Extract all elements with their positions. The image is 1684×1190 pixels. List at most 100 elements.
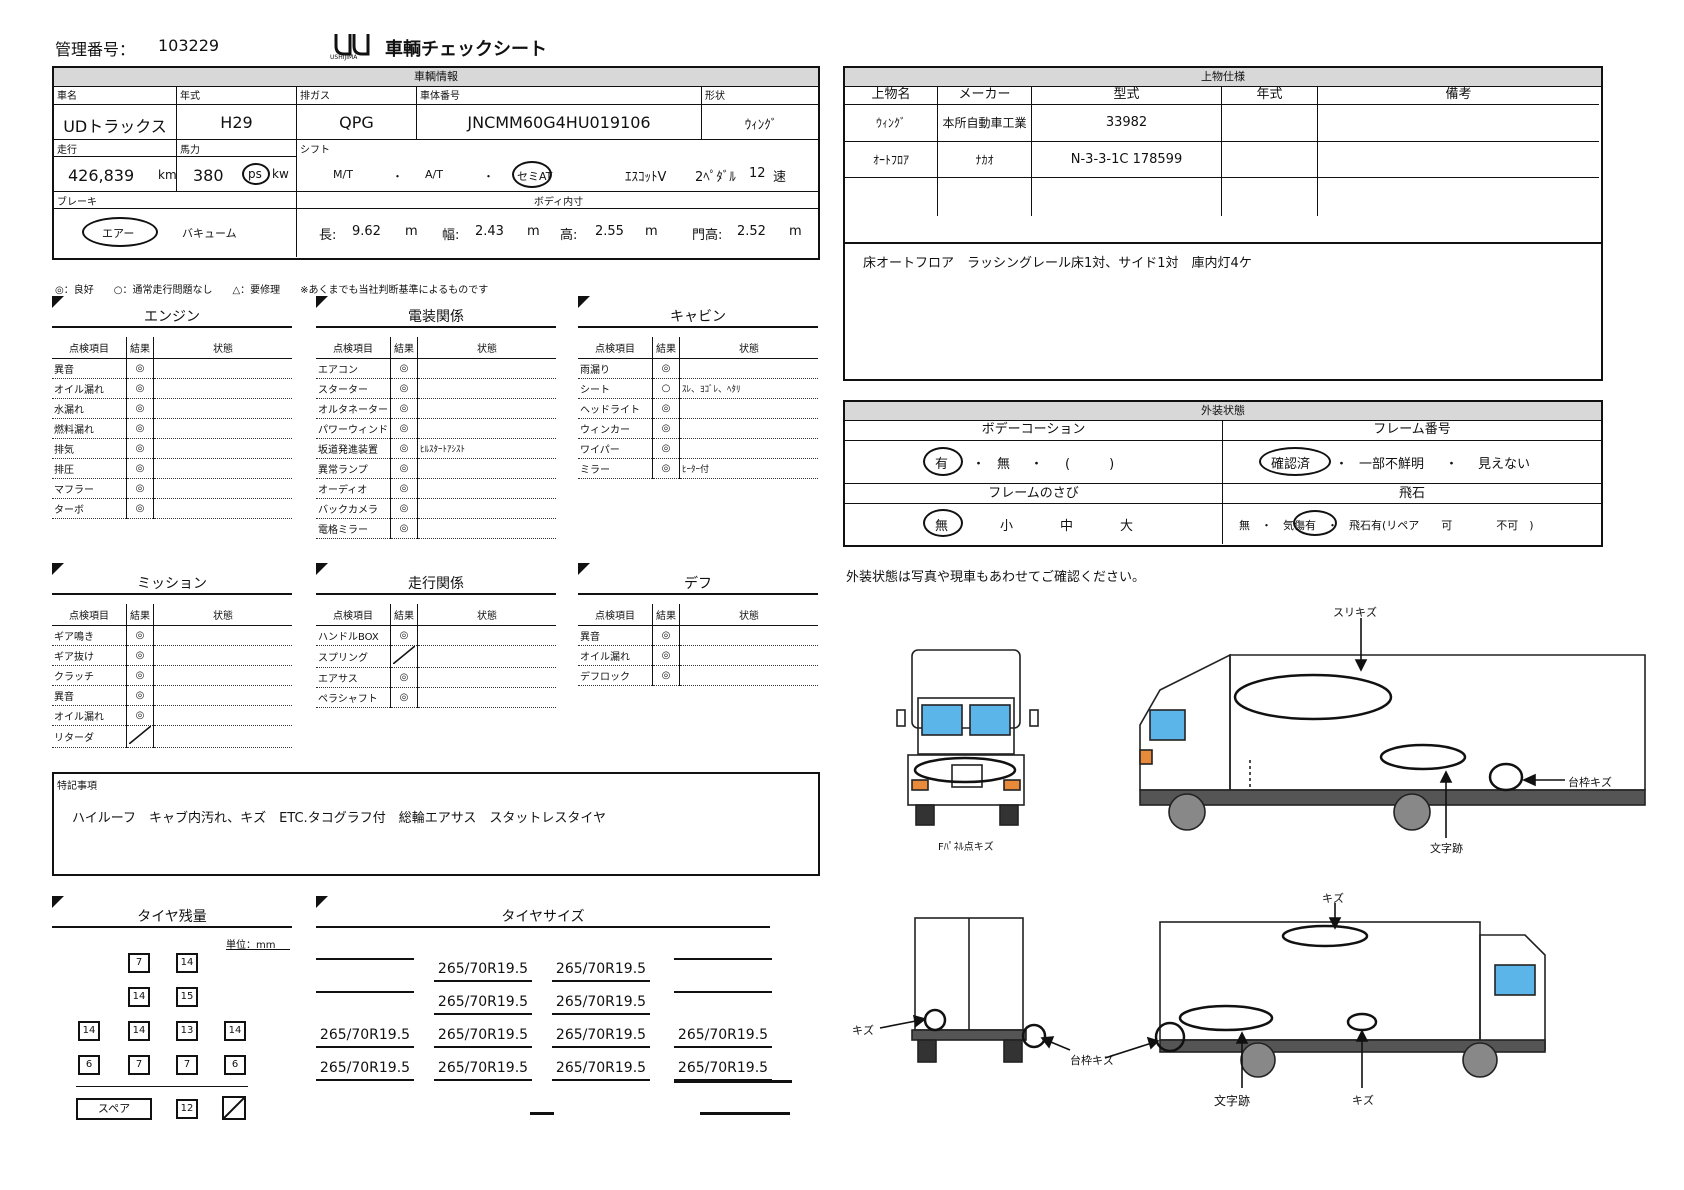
check-result: ◎ (652, 625, 680, 646)
upper-cell (1318, 105, 1599, 142)
shift-dot-2: ・ (483, 170, 494, 183)
check-result: ◎ (652, 398, 680, 419)
label-frame-scratch-2: 台枠キズ (1070, 1054, 1114, 1067)
check-result: ◎ (126, 418, 154, 439)
check-item: ハンドルBOX (316, 625, 391, 646)
shift-values: M/T ・ A/T ・ セミAT ｴｽｺｯﾄⅤ 2ﾍﾟﾀﾞﾙ 12 速 (297, 157, 820, 192)
not-applicable-icon (392, 645, 416, 665)
check-table: 点検項目結果状態異音◎オイル漏れ◎水漏れ◎燃料漏れ◎排気◎排圧◎マフラー◎ターボ… (52, 337, 292, 519)
check-state (679, 645, 818, 666)
body-coat-yes: 有 (935, 457, 949, 472)
check-state: ﾋﾙｽﾀｰﾄｱｼｽﾄ (417, 438, 556, 459)
check-row: マフラー◎ (52, 478, 292, 499)
body-w-label: 幅: (442, 228, 460, 243)
check-result: ◎ (126, 665, 154, 686)
label-scratch-2: キズ (1322, 892, 1344, 905)
check-result: ◎ (652, 458, 680, 479)
upper-cell (845, 178, 938, 216)
tire-size-cell: 265/70R19.5 (674, 1024, 772, 1048)
check-item: デフロック (578, 665, 653, 686)
check-result: ◎ (390, 687, 418, 708)
check-result: ◎ (390, 498, 418, 519)
check-row: シート○ｽﾚ、ﾖｺﾞﾚ、ﾍﾀﾘ (578, 378, 818, 399)
check-state (153, 458, 292, 479)
check-state (153, 478, 292, 499)
check-result: ◎ (390, 478, 418, 499)
label-scratch-3: キズ (852, 1024, 874, 1037)
check-item: オーディオ (316, 478, 391, 499)
rust-values: 無 小 中 大 (845, 504, 1223, 544)
tire-unit: 単位：mm (226, 940, 276, 951)
shift-at: A/T (425, 168, 443, 181)
tire-remain-title: タイヤ残量 (52, 906, 292, 928)
check-result: ◎ (390, 438, 418, 459)
col-state: 状態 (417, 337, 556, 359)
tire-size-cell (674, 991, 772, 993)
check-row: 異音◎ (52, 685, 292, 706)
body-coat-dot-1: ・ (972, 457, 986, 472)
upper-cell (1032, 178, 1222, 216)
check-item: ウィンカー (578, 418, 653, 439)
tire-size-cell: 265/70R19.5 (434, 958, 532, 982)
check-result: ◎ (126, 358, 154, 379)
spare-value: 12 (176, 1099, 198, 1119)
check-result: ◎ (390, 378, 418, 399)
tire-size-cell: 265/70R19.5 (552, 1057, 650, 1081)
col-result: 結果 (390, 604, 418, 626)
check-section-title: エンジン (52, 306, 292, 328)
check-result: ◎ (390, 358, 418, 379)
check-item: ギア抜け (52, 645, 127, 666)
check-item: シート (578, 378, 653, 399)
frame-no-ok: 確認済 (1271, 457, 1311, 472)
check-item: ヘッドライト (578, 398, 653, 419)
col-state: 状態 (153, 604, 292, 626)
tire-remain-value: 6 (78, 1055, 100, 1075)
label-shift: シフト (300, 145, 330, 156)
check-state (417, 378, 556, 399)
vehicle-year: H29 (220, 113, 253, 132)
tire-underline (700, 1112, 790, 1115)
check-result: ◎ (390, 667, 418, 688)
check-result: ◎ (126, 685, 154, 706)
check-item: オイル漏れ (578, 645, 653, 666)
brake-air: エアー (102, 227, 135, 240)
check-item: エアサス (316, 667, 391, 688)
col-state: 状態 (417, 604, 556, 626)
check-state (153, 498, 292, 519)
check-state (417, 398, 556, 419)
check-state (417, 518, 556, 539)
check-row: オルタネーター◎ (316, 398, 556, 419)
check-item: オルタネーター (316, 398, 391, 419)
chip-label: 飛石 (1223, 484, 1601, 504)
check-result: ◎ (652, 665, 680, 686)
check-row: リターダ (52, 725, 292, 748)
upper-cell (938, 178, 1032, 216)
tire-size-cell: 265/70R19.5 (552, 991, 650, 1015)
check-result: ◎ (652, 358, 680, 379)
tire-underline (530, 1112, 554, 1115)
check-item: ギア鳴き (52, 625, 127, 646)
tire-remain-value: 14 (78, 1021, 100, 1041)
vehicle-name: UDトラックス (63, 117, 167, 136)
body-unit-1: m (405, 224, 418, 239)
check-row: 排気◎ (52, 438, 292, 459)
mgmt-label: 管理番号： (55, 40, 136, 59)
check-item: 坂道発進装置 (316, 438, 391, 459)
check-state: ﾋｰﾀｰ付 (679, 458, 818, 479)
body-gate: 2.52 (737, 224, 766, 239)
check-row: 異音◎ (578, 625, 818, 646)
upper-cell (1318, 142, 1599, 178)
col-state: 状態 (679, 337, 818, 359)
label-scratch-4: キズ (1352, 1094, 1374, 1107)
body-h-label: 高: (560, 228, 578, 243)
check-table: 点検項目結果状態エアコン◎スターター◎オルタネーター◎パワーウィンド◎坂道発進装… (316, 337, 556, 539)
check-row: 雨漏り◎ (578, 358, 818, 379)
body-dimensions: 長: 9.62 m 幅: 2.43 m 高: 2.55 m 門高: 2.52 m (297, 209, 820, 257)
page-title: 車輌チェックシート (385, 39, 547, 60)
check-state (417, 687, 556, 708)
vehicle-info-panel: 車輌情報 車名 年式 排ガス 車体番号 形状 UDトラックス H29 QPG J… (52, 66, 820, 260)
col-item: 点検項目 (52, 337, 127, 359)
brake-vacuum: バキューム (182, 227, 237, 240)
shift-speed-unit: 速 (773, 170, 787, 185)
check-state (153, 705, 292, 726)
